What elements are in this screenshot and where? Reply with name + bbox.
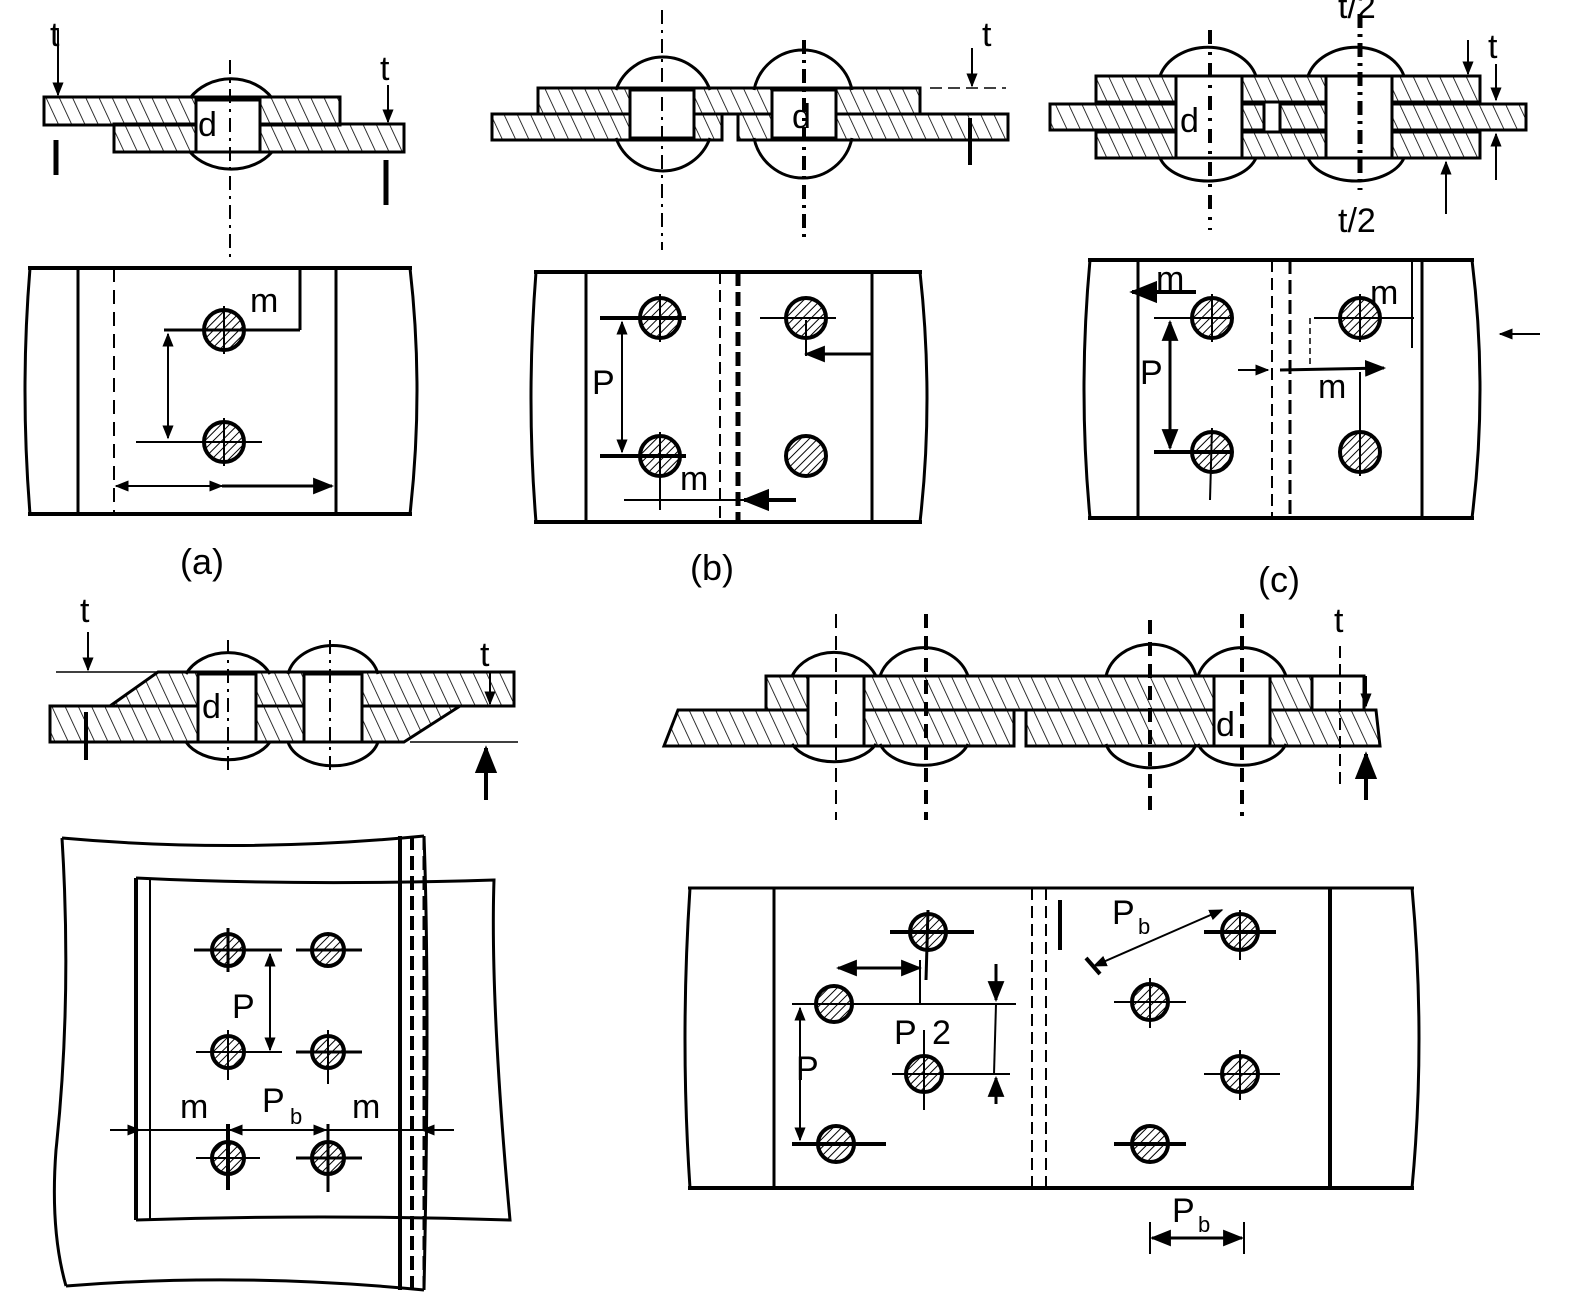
label-m-b: m bbox=[680, 460, 708, 498]
rivet-d3 bbox=[196, 1030, 260, 1080]
label-m-d2: m bbox=[352, 1088, 380, 1126]
label-P-c: P bbox=[1140, 354, 1163, 392]
rivet-a1 bbox=[202, 306, 246, 354]
label-t-half-c2: t/2 bbox=[1338, 202, 1376, 240]
label-Pb-d: P bbox=[262, 1082, 285, 1120]
label-d-d: d bbox=[202, 688, 221, 726]
label-Pb-e1-sub: b bbox=[1138, 914, 1150, 939]
rivet-b2 bbox=[638, 432, 682, 480]
rivet-c2 bbox=[1190, 427, 1234, 501]
joint-e-section bbox=[661, 614, 1382, 820]
joint-d-section bbox=[48, 632, 518, 800]
rivet-e6 bbox=[1114, 978, 1186, 1028]
rivet-d2 bbox=[296, 932, 362, 968]
rivet-e1 bbox=[890, 909, 974, 981]
rivet-a2 bbox=[202, 418, 246, 466]
caption-a: (a) bbox=[180, 541, 224, 582]
label-t-d1: t bbox=[80, 592, 90, 630]
label-m-c2: m bbox=[1370, 274, 1398, 312]
rivet-e8 bbox=[1114, 1124, 1186, 1164]
joint-a-section bbox=[42, 30, 406, 260]
rivet-e3 bbox=[904, 1030, 944, 1110]
joint-b-plan bbox=[529, 270, 929, 524]
caption-c: (c) bbox=[1258, 559, 1300, 600]
label-P2-e-a: P bbox=[894, 1014, 917, 1052]
label-Pb-d-sub: b bbox=[290, 1104, 302, 1129]
rivet-e2 bbox=[814, 984, 854, 1024]
joint-a-plan bbox=[23, 266, 419, 516]
label-t-a2: t bbox=[380, 50, 390, 88]
label-Pb-e1: P bbox=[1112, 894, 1135, 932]
rivet-c3 bbox=[1338, 294, 1382, 342]
rivet-b4 bbox=[784, 434, 828, 478]
label-m-c3: m bbox=[1318, 368, 1346, 406]
label-d-e: d bbox=[1216, 706, 1235, 744]
label-t-e: t bbox=[1334, 602, 1344, 640]
label-P2-e-b: 2 bbox=[932, 1014, 951, 1052]
label-t-half-c1: t/2 bbox=[1338, 0, 1376, 26]
label-Pb-e2-sub: b bbox=[1198, 1212, 1210, 1237]
label-t-c: t bbox=[1488, 28, 1498, 66]
rivet-e5 bbox=[1204, 910, 1276, 960]
joint-c-section bbox=[1048, 14, 1528, 230]
label-d-b: d bbox=[792, 98, 811, 136]
label-m-a: m bbox=[250, 282, 278, 320]
joint-e-plan bbox=[683, 886, 1421, 1254]
label-t-d2: t bbox=[480, 636, 490, 674]
label-P-b: P bbox=[592, 364, 615, 402]
rivet-e7 bbox=[1204, 1050, 1280, 1100]
label-t-a1: t bbox=[50, 16, 60, 54]
label-m-c1: m bbox=[1156, 260, 1184, 298]
joint-d-plan bbox=[52, 834, 512, 1292]
rivet-c4 bbox=[1338, 372, 1382, 476]
rivet-d6 bbox=[296, 1124, 362, 1192]
joint-b-section bbox=[490, 10, 1010, 250]
label-P-d: P bbox=[232, 988, 255, 1026]
rivet-d5 bbox=[196, 1124, 260, 1190]
rivet-d4 bbox=[296, 1030, 362, 1084]
rivet-d1 bbox=[194, 928, 282, 972]
rivet-b1 bbox=[638, 294, 682, 342]
label-P-e: P bbox=[796, 1050, 819, 1088]
label-d-a: d bbox=[198, 106, 217, 144]
rivet-b3 bbox=[784, 296, 828, 340]
label-Pb-e2: P bbox=[1172, 1192, 1195, 1230]
label-d-c: d bbox=[1180, 102, 1199, 140]
label-t-b: t bbox=[982, 16, 992, 54]
label-m-d1: m bbox=[180, 1088, 208, 1126]
rivet-e4 bbox=[792, 1124, 886, 1164]
caption-b: (b) bbox=[690, 547, 734, 588]
rivet-c1 bbox=[1190, 294, 1234, 342]
